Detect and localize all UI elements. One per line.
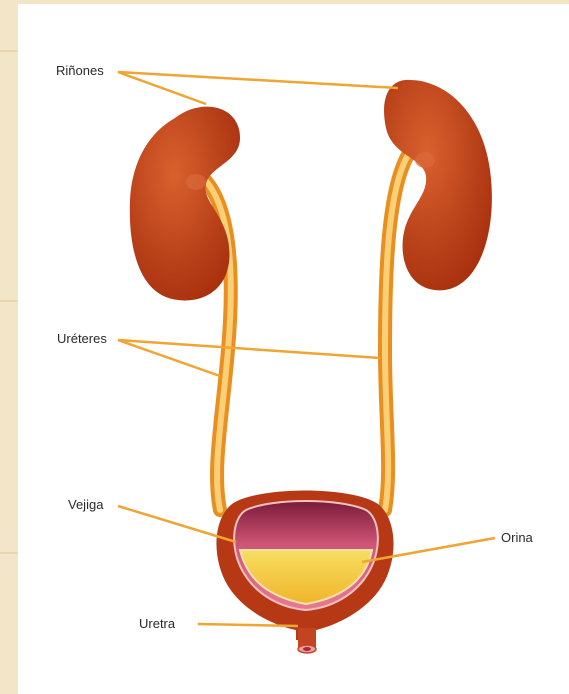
- leader-ureter-right: [118, 340, 380, 358]
- bladder: [216, 491, 393, 641]
- urethra: [298, 628, 316, 653]
- label-urine: Orina: [501, 530, 533, 545]
- ureter-right: [385, 155, 408, 510]
- label-bladder: Vejiga: [68, 497, 103, 512]
- label-urethra: Uretra: [139, 616, 175, 631]
- label-ureters: Uréteres: [57, 331, 107, 346]
- leader-kidney-right: [118, 72, 398, 88]
- label-kidneys: Riñones: [56, 63, 104, 78]
